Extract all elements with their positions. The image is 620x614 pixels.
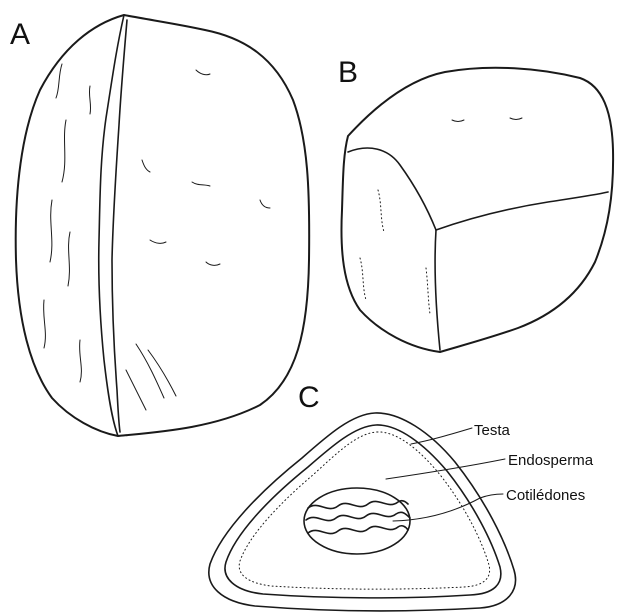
seed-b-texture [360,118,522,314]
endosperma-label: Endosperma [508,452,594,469]
testa-inner-layer [225,425,501,598]
seed-b-seam-top [348,148,436,230]
cotyledon-fold-1 [308,501,408,509]
callout-lines [386,428,505,521]
seed-b-seam-right [436,192,608,230]
testa-label: Testa [474,422,511,439]
cross-section-drawing [209,413,516,611]
testa-leader-line [411,428,472,444]
seed-b-seam-bottom [435,230,440,350]
seed-b-outline [341,68,613,352]
seed-a-drawing [16,15,310,436]
panel-c-letter: C [298,381,320,414]
panel-a-letter: A [10,18,30,51]
seed-a-texture [44,64,270,410]
cotyledon-fold-3 [308,526,408,534]
seed-b-drawing [341,68,613,352]
panel-b-letter: B [338,56,358,89]
testa-outer-layer [209,413,516,611]
cotiledones-label: Cotilédones [506,487,585,504]
seed-a-groove-edge [112,20,127,432]
cotyledon-fold-2 [306,512,410,520]
seed-a-central-groove [99,15,124,436]
